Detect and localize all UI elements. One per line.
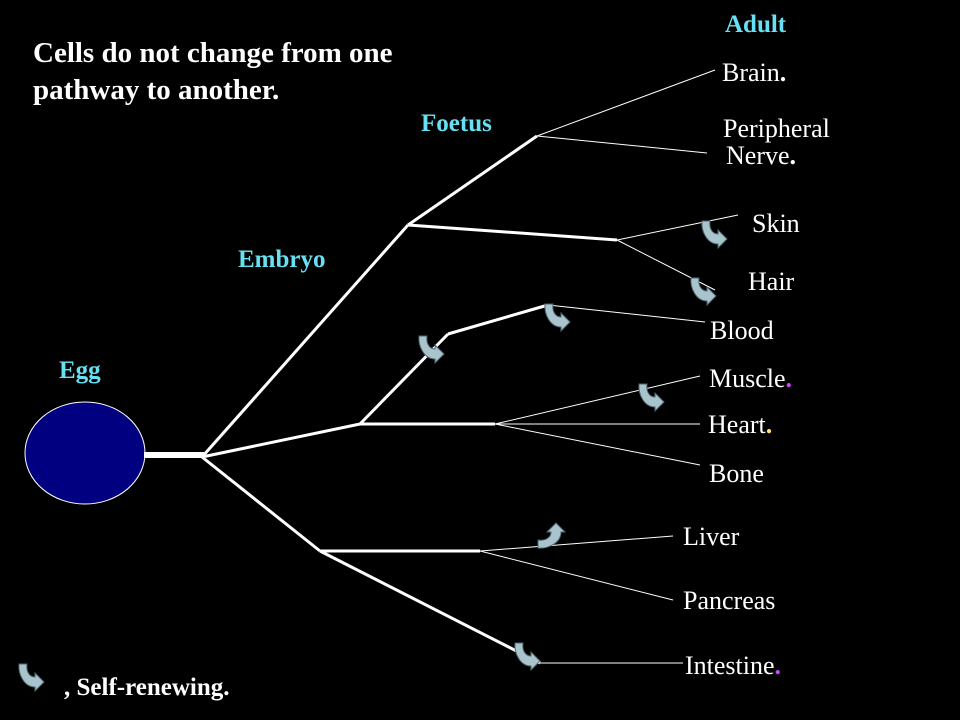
tissue-label-bone: Bone (709, 459, 764, 488)
tissue-label-hair: Hair (748, 267, 795, 296)
self-renewing-arrow-icon (638, 383, 665, 412)
stage-label-foetus: Foetus (421, 110, 492, 137)
line-hair (616, 239, 716, 291)
slide-title: Cells do not change from one pathway to … (33, 35, 393, 109)
legend-label: , Self-renewing. (64, 674, 230, 701)
tissue-label-brain: Brain. (722, 58, 787, 87)
branch-skin-hair (407, 223, 618, 242)
branch-mesoderm (201, 422, 361, 459)
self-renewing-arrow-icon (690, 277, 717, 306)
self-renewing-arrow-icon (514, 642, 541, 671)
egg-stem (144, 452, 204, 458)
stage-label-egg: Egg (59, 357, 101, 384)
stage-label-embryo: Embryo (238, 246, 326, 273)
tissue-label-nerve: Nerve. (726, 141, 797, 170)
line-bone (494, 423, 701, 466)
tissue-label-peripheral: Peripheral (723, 114, 830, 143)
tissue-label-muscle: Muscle. (709, 364, 793, 393)
branch-foetus (407, 134, 538, 227)
line-skin (616, 214, 739, 241)
branch-endoderm (201, 455, 321, 553)
line-blood (547, 304, 706, 323)
line-muscle (494, 375, 701, 425)
self-renewing-arrow-icon (544, 303, 571, 332)
line-liver (479, 535, 674, 552)
branch-intestine (319, 549, 541, 665)
branch-blood (447, 303, 549, 336)
tissue-label-intestine: Intestine. (685, 651, 782, 680)
stage-label-adult: Adult (725, 11, 787, 38)
tissue-label-liver: Liver (683, 522, 740, 551)
line-brain (536, 69, 716, 137)
line-nerve (536, 135, 708, 154)
egg-cell (24, 401, 146, 505)
line-pancreas (479, 550, 674, 601)
self-renewing-arrow-icon (701, 220, 728, 249)
tissue-label-heart: Heart. (708, 410, 773, 439)
title-line-1: Cells do not change from one (33, 37, 393, 69)
tissue-label-pancreas: Pancreas (683, 586, 776, 615)
tissue-label-blood: Blood (710, 316, 774, 345)
legend-self-renewing-icon (18, 663, 45, 692)
title-line-2: pathway to another. (33, 74, 280, 106)
tissue-label-skin: Skin (752, 209, 800, 238)
branch-embryo (200, 224, 410, 458)
